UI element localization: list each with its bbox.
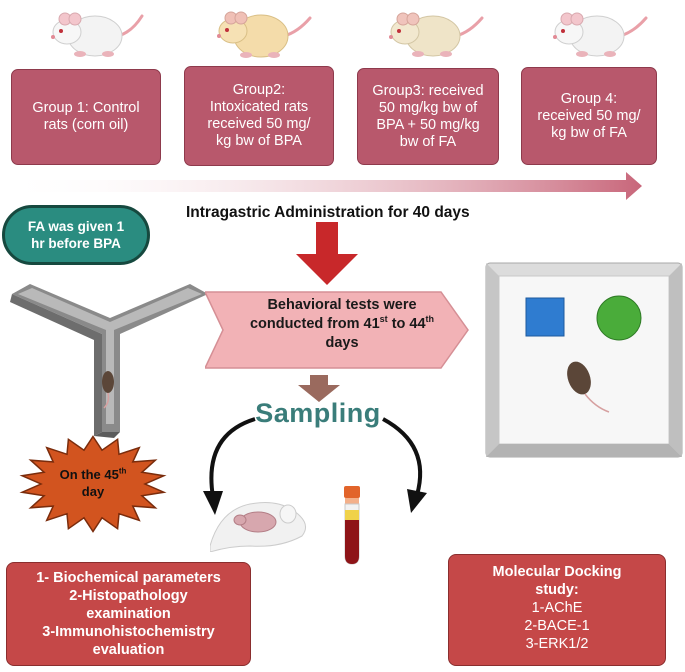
rat-illustration-group2	[217, 11, 312, 58]
group-1-text: Group 1: Control rats (corn oil)	[32, 100, 140, 133]
group-1-box: Group 1: Control rats (corn oil)	[11, 69, 161, 165]
analyses-box: 1- Biochemical parameters 2-Histopatholo…	[6, 562, 251, 666]
group-4-box: Group 4: received 50 mg/ kg bw of FA	[521, 67, 657, 165]
timeline-arrow	[0, 172, 642, 200]
down-arrow-red	[296, 222, 358, 285]
sampling-day-starburst	[19, 435, 167, 533]
docking-box: Molecular Docking study: 1-AChE 2-BACE-1…	[448, 554, 666, 666]
rat-illustration-group3	[389, 12, 484, 57]
down-arrow-small	[298, 375, 340, 402]
y-maze-illustration	[10, 284, 208, 438]
rat-illustration-group1	[51, 12, 144, 57]
blood-tube-icon	[344, 486, 360, 565]
group-2-box: Group2: Intoxicated rats received 50 mg/…	[184, 66, 334, 166]
open-field-illustration	[485, 262, 683, 458]
rat-illustration-group4	[553, 12, 648, 57]
administration-label: Intragastric Administration for 40 days	[186, 204, 470, 221]
group-4-text: Group 4: received 50 mg/ kg bw of FA	[537, 90, 641, 141]
fa-timing-note: FA was given 1 hr before BPA	[2, 205, 150, 265]
group-3-box: Group3: received 50 mg/kg bw of BPA + 50…	[357, 68, 499, 165]
sampling-heading: Sampling	[255, 398, 381, 428]
sampling-day-text: On the 45th day	[59, 466, 127, 499]
group-3-text: Group3: received 50 mg/kg bw of BPA + 50…	[372, 82, 484, 150]
behavioral-tests-text: Behavioral tests were conducted from 41s…	[249, 297, 435, 351]
group-2-text: Group2: Intoxicated rats received 50 mg/…	[207, 82, 311, 149]
brain-dissection-illustration	[210, 502, 306, 552]
behavioral-banner-shape	[205, 291, 469, 369]
curved-arrows	[203, 417, 427, 515]
